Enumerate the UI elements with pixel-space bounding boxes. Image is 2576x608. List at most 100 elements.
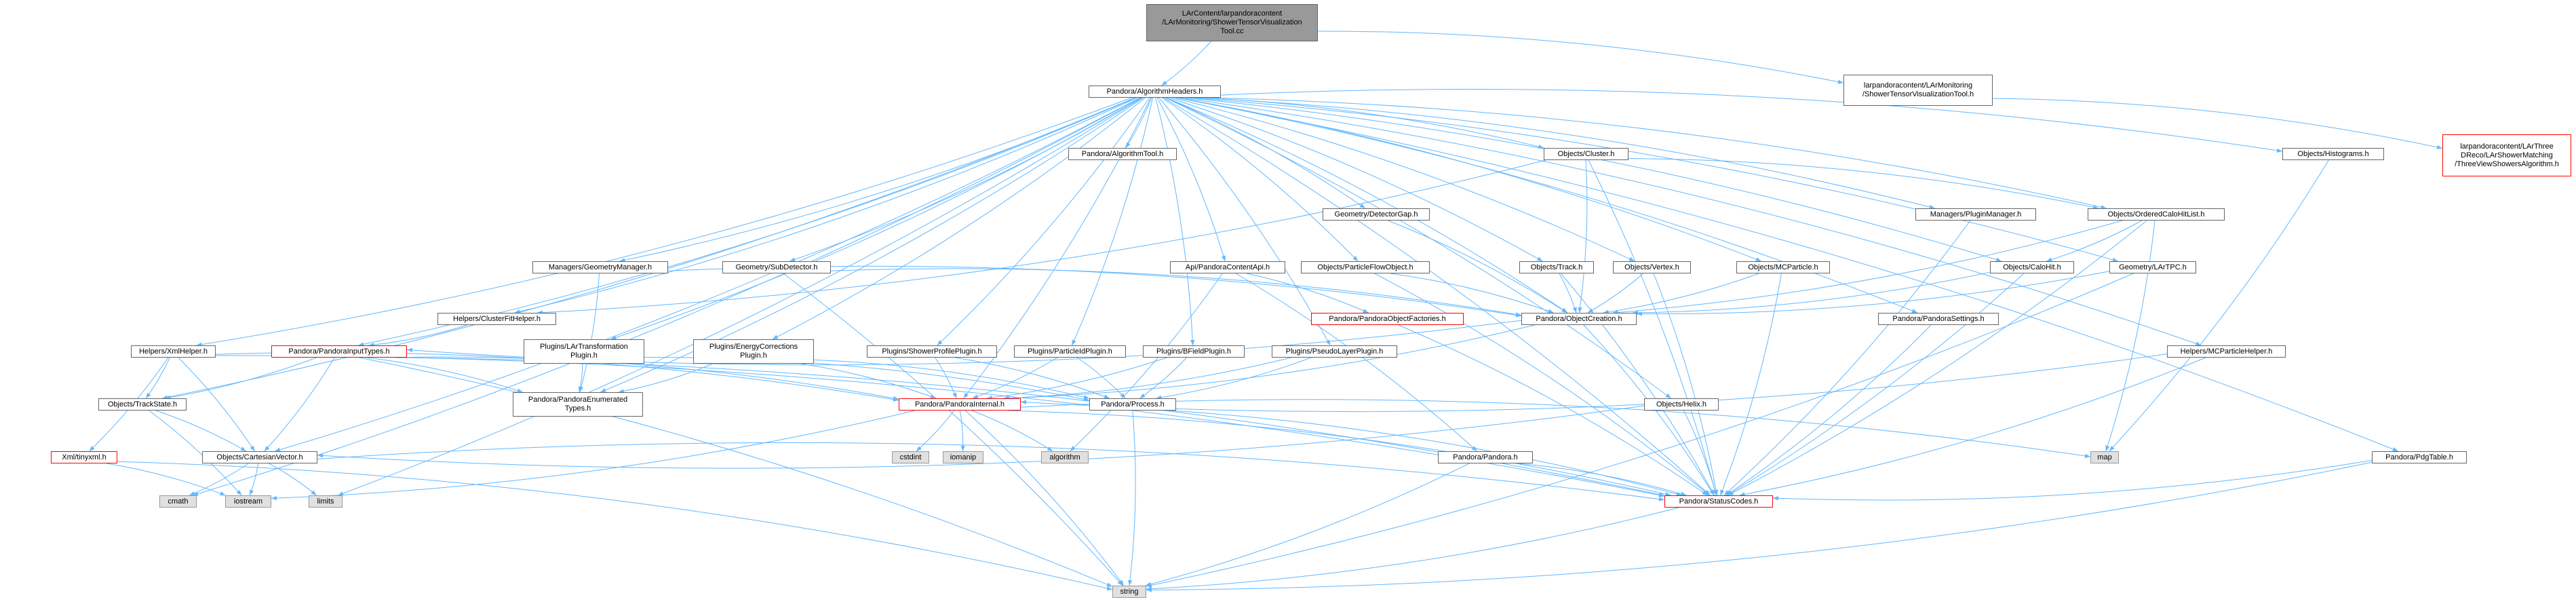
edge-objects_ordered_calo_hit_list-to-ext_map [2105,220,2155,452]
node-label-line: Plugins/PseudoLayerPlugin.h [1285,347,1384,356]
edge-plugins_bfield-to-pandora_internal [986,357,1167,400]
edge-objects_track_state-to-ext_iostream [149,410,242,496]
node-label-line: Objects/TrackState.h [107,400,178,408]
node-label-line: Plugins/ParticleIdPlugin.h [1028,347,1112,356]
helpers-mc-particle-helper-node[interactable]: Helpers/MCParticleHelper.h [2167,345,2286,358]
objects-cartesian-vector-node[interactable]: Objects/CartesianVector.h [202,451,317,463]
node-label-line: Plugins/ShowerProfilePlugin.h [882,347,982,356]
geometry-detector-gap-node[interactable]: Geometry/DetectorGap.h [1323,208,1430,221]
objects-helix-node[interactable]: Objects/Helix.h [1644,398,1719,411]
edge-plugins_pseudo_layer-to-pandora_process [1156,357,1312,400]
node-label-line: Objects/MCParticle.h [1748,263,1818,271]
edge-algorithm_headers-to-objects_ordered_calo_hit_list [1204,97,2107,210]
node-label-line: Pandora/PandoraObjectFactories.h [1329,314,1446,323]
objects-particle-flow-object-node[interactable]: Objects/ParticleFlowObject.h [1301,261,1430,273]
geometry-lar-tpc-node[interactable]: Geometry/LArTPC.h [2109,261,2196,273]
plugins-bfield-node[interactable]: Plugins/BFieldPlugin.h [1143,345,1245,358]
edge-objects_cartesian_vector-to-ext_limits [269,463,317,496]
node-label-line: larpandoracontent/LArMonitoring [1863,81,1973,90]
shower-tensor-tool-header-node[interactable]: larpandoracontent/LArMonitoring/ShowerTe… [1843,75,1993,106]
objects-vertex-node[interactable]: Objects/Vertex.h [1613,261,1691,273]
edge-managers_plugin_manager-to-pandora_status_codes [1723,220,1971,496]
pandora-pandora-node[interactable]: Pandora/Pandora.h [1438,451,1533,463]
node-label-line: Objects/CaloHit.h [2003,263,2061,271]
edge-pandora_input_types-to-ext_string [359,357,1113,587]
edge-pandora_internal-to-ext_iomanip [960,410,965,452]
objects-histograms-node[interactable]: Objects/Histograms.h [2282,148,2384,160]
plugins-particle-id-node[interactable]: Plugins/ParticleIdPlugin.h [1014,345,1126,358]
edge-objects_cluster-to-objects_ordered_calo_hit_list [1628,158,2099,210]
edge-pandora_settings-to-pandora_status_codes [1725,324,1932,496]
edge-pandora_internal-to-ext_cstdint [916,410,955,452]
edge-root-to-stv_tool_h [1317,31,1844,84]
edge-algorithm_headers-to-plugins_shower_profile [937,97,1150,346]
api-pandora-content-api-node[interactable]: Api/PandoraContentApi.h [1170,261,1285,273]
edge-stv_tool_h-to-three_view_showers [1992,98,2443,149]
node-label-line: /LArMonitoring/ShowerTensorVisualization [1162,18,1302,26]
edge-objects_cluster-to-pandora_object_creation [1578,159,1588,314]
node-label-line: Plugin.h [570,352,598,360]
objects-track-node[interactable]: Objects/Track.h [1519,261,1594,273]
edge-algorithm_headers-to-plugins_bfield [1155,97,1195,346]
helpers-cluster-fit-helper-node[interactable]: Helpers/ClusterFitHelper.h [437,313,556,325]
objects-calo-hit-node[interactable]: Objects/CaloHit.h [1990,261,2074,273]
cstdint-header-node: cstdint [892,451,929,463]
edge-objects_track-to-pandora_object_creation [1559,273,1577,314]
edge-algorithm_headers-to-managers_geometry_manager [619,97,1136,263]
managers-plugin-manager-node[interactable]: Managers/PluginManager.h [1915,208,2036,221]
edge-objects_mc_particle-to-pandora_status_codes [1720,273,1782,496]
edge-pandora_pandora-to-pandora_status_codes [1517,463,1687,496]
edge-plugins_lar_transformation-to-pandora_enumerated_types [578,363,583,393]
edge-plugins_particle_id-to-pandora_internal [972,357,1058,399]
edge-algorithm_headers-to-helpers_cluster_fit [514,97,1137,314]
geometry-sub-detector-node[interactable]: Geometry/SubDetector.h [722,261,831,273]
edge-algorithm_headers-to-pandora_settings [1175,97,1918,314]
pandora-status-codes-node[interactable]: Pandora/StatusCodes.h [1664,495,1773,508]
pandora-object-factories-node[interactable]: Pandora/PandoraObjectFactories.h [1311,313,1464,325]
edge-root-to-algorithm_headers [1161,41,1211,86]
edge-objects_vertex-to-pandora_object_creation [1587,273,1644,314]
pandora-internal-node[interactable]: Pandora/PandoraInternal.h [899,398,1021,411]
plugins-shower-profile-node[interactable]: Plugins/ShowerProfilePlugin.h [867,345,997,358]
algorithm-tool-node[interactable]: Pandora/AlgorithmTool.h [1068,148,1177,160]
edge-algorithm_headers-to-geometry_lar_tpc [1189,97,2119,262]
objects-track-state-node[interactable]: Objects/TrackState.h [98,398,187,411]
edge-objects_helix-to-objects_cartesian_vector [317,405,1645,469]
edge-algorithm_headers-to-algorithm_tool [1125,97,1152,149]
algorithm-headers-node[interactable]: Pandora/AlgorithmHeaders.h [1089,86,1221,98]
pandora-object-creation-node[interactable]: Pandora/ObjectCreation.h [1521,313,1637,325]
edge-algorithm_headers-to-plugins_lar_transformation [610,97,1141,340]
edge-plugins_energy_corrections-to-pandora_process [813,359,1090,400]
pandora-settings-node[interactable]: Pandora/PandoraSettings.h [1878,313,1999,325]
pandora-input-types-node[interactable]: Pandora/PandoraInputTypes.h [271,345,407,358]
node-label-line: Pandora/Pandora.h [1453,453,1518,461]
managers-geometry-manager-node[interactable]: Managers/GeometryManager.h [532,261,668,273]
pandora-pdg-table-node[interactable]: Pandora/PdgTable.h [2372,451,2467,463]
objects-mc-particle-node[interactable]: Objects/MCParticle.h [1736,261,1830,273]
edge-pandora_pandora-to-ext_string [1145,463,1470,587]
edge-algorithm_headers-to-helpers_mc_particle [1179,97,2202,346]
edge-pandora_internal-to-ext_map [1020,399,2091,459]
xml-tinyxml-node[interactable]: Xml/tinyxml.h [51,451,117,463]
edge-helpers_xml-to-objects_cartesian_vector [178,357,256,452]
edge-pandora_pdg_table-to-ext_string [1146,461,2373,592]
objects-ordered-calo-hit-list-node[interactable]: Objects/OrderedCaloHitList.h [2088,208,2225,221]
plugins-pseudo-layer-node[interactable]: Plugins/PseudoLayerPlugin.h [1272,345,1397,358]
node-label-line: Types.h [564,404,591,413]
edge-plugins_particle_id-to-pandora_process [1076,357,1126,399]
limits-header-node: limits [309,495,343,508]
node-label-line: /ThreeViewShowersAlgorithm.h [2455,159,2559,168]
edge-algorithm_headers-to-ext_cmath [192,97,1141,496]
pandora-process-node[interactable]: Pandora/Process.h [1089,398,1176,411]
node-label-line: Pandora/PandoraSettings.h [1892,314,1985,323]
objects-cluster-node[interactable]: Objects/Cluster.h [1544,148,1628,160]
helpers-xml-helper-node[interactable]: Helpers/XmlHelper.h [131,345,216,358]
edge-objects_ordered_calo_hit_list-to-pandora_object_creation [1612,220,2123,315]
node-label-line: /ShowerTensorVisualizationTool.h [1862,90,1974,98]
edge-geometry_lar_tpc-to-pandora_object_creation [1636,271,2110,316]
